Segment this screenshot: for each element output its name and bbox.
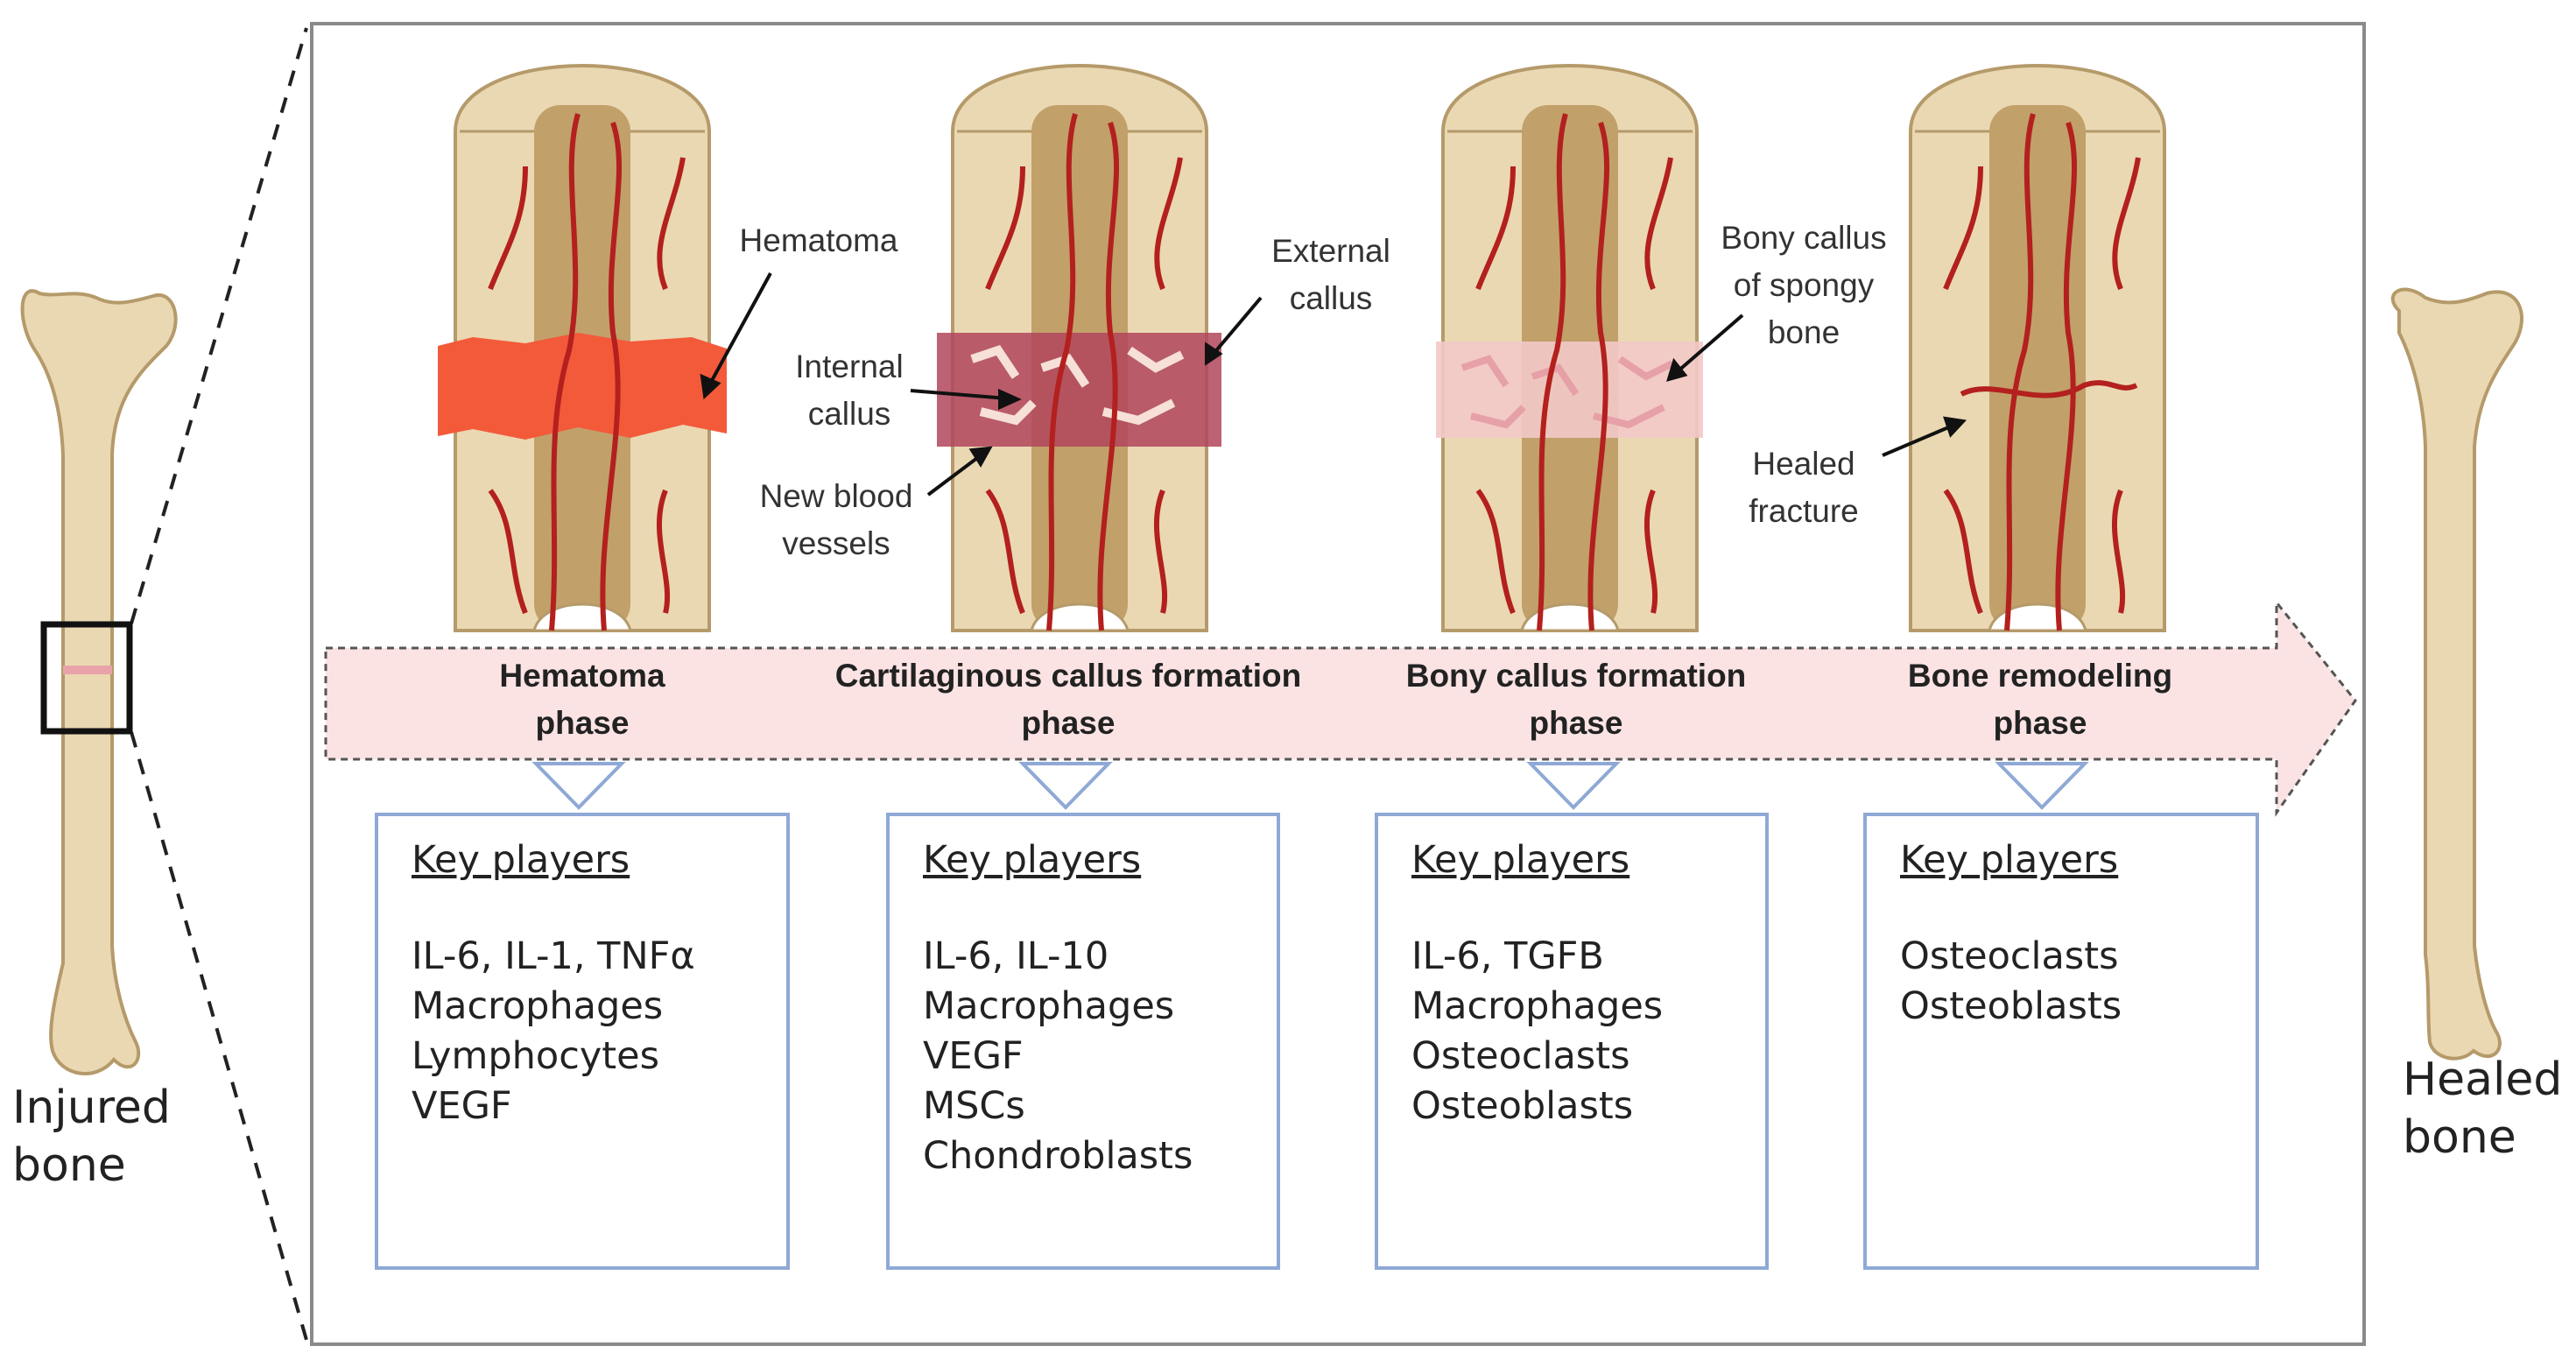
callout-internal-callus-line-2: callus — [807, 396, 891, 432]
zoom-line-bottom — [130, 731, 308, 1341]
bone-section-bony — [1436, 64, 1703, 632]
phase-label-remodeling: Bone remodeling phase — [1874, 652, 2206, 747]
connector-triangle-3 — [1526, 762, 1621, 810]
phase-label-cartilaginous-line-1: Cartilaginous callus formation — [834, 658, 1302, 694]
callout-external-callus: External callus — [1243, 228, 1418, 322]
phase-label-hematoma-line-1: Hematoma — [499, 658, 665, 694]
zoom-line-top — [130, 27, 308, 624]
key-player-item: Macrophages — [412, 984, 664, 1028]
key-players-heading: Key players — [1900, 838, 2119, 882]
callout-new-blood-vessels-line-2: vessels — [782, 525, 890, 561]
key-player-item: Macrophages — [923, 984, 1175, 1028]
key-player-item: Osteoblasts — [1900, 984, 2122, 1028]
bone-section-remodeling — [1909, 64, 2166, 632]
connector-triangle-4 — [1995, 762, 2089, 810]
phase-label-remodeling-line-1: Bone remodeling — [1907, 658, 2173, 694]
callout-bony-callus: Bony callus of spongy bone — [1699, 215, 1909, 356]
callout-external-callus-line-2: callus — [1289, 280, 1373, 316]
healed-bone-label: Healed bone — [2403, 1051, 2562, 1166]
callout-internal-callus-line-1: Internal — [795, 349, 904, 384]
key-player-item: VEGF — [412, 1084, 512, 1128]
callout-internal-callus: Internal callus — [762, 343, 937, 438]
key-players-heading: Key players — [412, 838, 630, 882]
callout-bony-callus-line-2: of spongy — [1733, 267, 1875, 303]
callout-new-blood-vessels-line-1: New blood — [759, 478, 913, 514]
key-player-item: IL-6, TGFB — [1411, 934, 1604, 978]
callout-external-callus-line-1: External — [1271, 233, 1390, 269]
phase-label-cartilaginous-line-2: phase — [1021, 705, 1116, 741]
phase-label-hematoma: Hematoma phase — [455, 652, 709, 747]
key-player-item: Osteoclasts — [1411, 1034, 1630, 1078]
key-players-heading: Key players — [923, 838, 1142, 882]
key-player-item: Lymphocytes — [412, 1034, 660, 1078]
phase-label-bony: Bony callus formation phase — [1383, 652, 1769, 747]
bone-section-hematoma — [438, 64, 727, 632]
key-player-item: MSCs — [923, 1084, 1025, 1128]
healed-bone-illustration — [2390, 287, 2523, 1061]
phase-label-bony-line-2: phase — [1529, 705, 1623, 741]
key-players-box-cartilaginous: Key players IL-6, IL-10 Macrophages VEGF… — [886, 813, 1280, 1270]
callout-arrows — [700, 272, 1967, 497]
healed-bone-label-line-1: Healed — [2403, 1053, 2563, 1106]
key-player-item: Osteoclasts — [1900, 934, 2119, 978]
injured-bone-illustration — [20, 289, 178, 1075]
key-player-item: Macrophages — [1411, 984, 1664, 1028]
key-player-item: VEGF — [923, 1034, 1024, 1078]
phase-label-bony-line-1: Bony callus formation — [1405, 658, 1747, 694]
zoom-box — [40, 621, 133, 735]
key-players-box-hematoma: Key players IL-6, IL-1, TNFα Macrophages… — [375, 813, 790, 1270]
key-players-heading: Key players — [1411, 838, 1630, 882]
callout-bony-callus-line-1: Bony callus — [1721, 220, 1887, 256]
key-player-item: Chondroblasts — [923, 1134, 1193, 1178]
callout-healed-fracture-line-1: Healed — [1752, 446, 1855, 482]
connector-triangle-2 — [1018, 762, 1113, 810]
injured-bone-label-line-1: Injured — [12, 1082, 171, 1134]
healed-bone-label-line-2: bone — [2403, 1111, 2516, 1164]
phase-arrow — [324, 598, 2357, 817]
main-frame — [310, 22, 2366, 1346]
callout-hematoma-line-1: Hematoma — [739, 222, 898, 258]
phase-label-remodeling-line-2: phase — [1993, 705, 2087, 741]
callout-bony-callus-line-3: bone — [1767, 314, 1841, 350]
connector-triangle-1 — [531, 762, 626, 810]
phase-label-cartilaginous: Cartilaginous callus formation phase — [814, 652, 1322, 747]
callout-new-blood-vessels: New blood vessels — [735, 473, 937, 567]
bone-section-cartilaginous — [937, 64, 1221, 632]
callout-hematoma: Hematoma — [727, 217, 911, 264]
key-players-box-bony: Key players IL-6, TGFB Macrophages Osteo… — [1375, 813, 1769, 1270]
key-player-item: Osteoblasts — [1411, 1084, 1634, 1128]
key-player-item: IL-6, IL-10 — [923, 934, 1109, 978]
key-player-item: IL-6, IL-1, TNFα — [412, 934, 695, 978]
callout-healed-fracture-line-2: fracture — [1749, 493, 1859, 529]
callout-healed-fracture: Healed fracture — [1716, 440, 1891, 535]
key-players-box-remodeling: Key players Osteoclasts Osteoblasts — [1863, 813, 2259, 1270]
phase-label-hematoma-line-2: phase — [535, 705, 630, 741]
injured-bone-label: Injured bone — [12, 1079, 171, 1194]
injured-bone-label-line-2: bone — [12, 1139, 126, 1192]
